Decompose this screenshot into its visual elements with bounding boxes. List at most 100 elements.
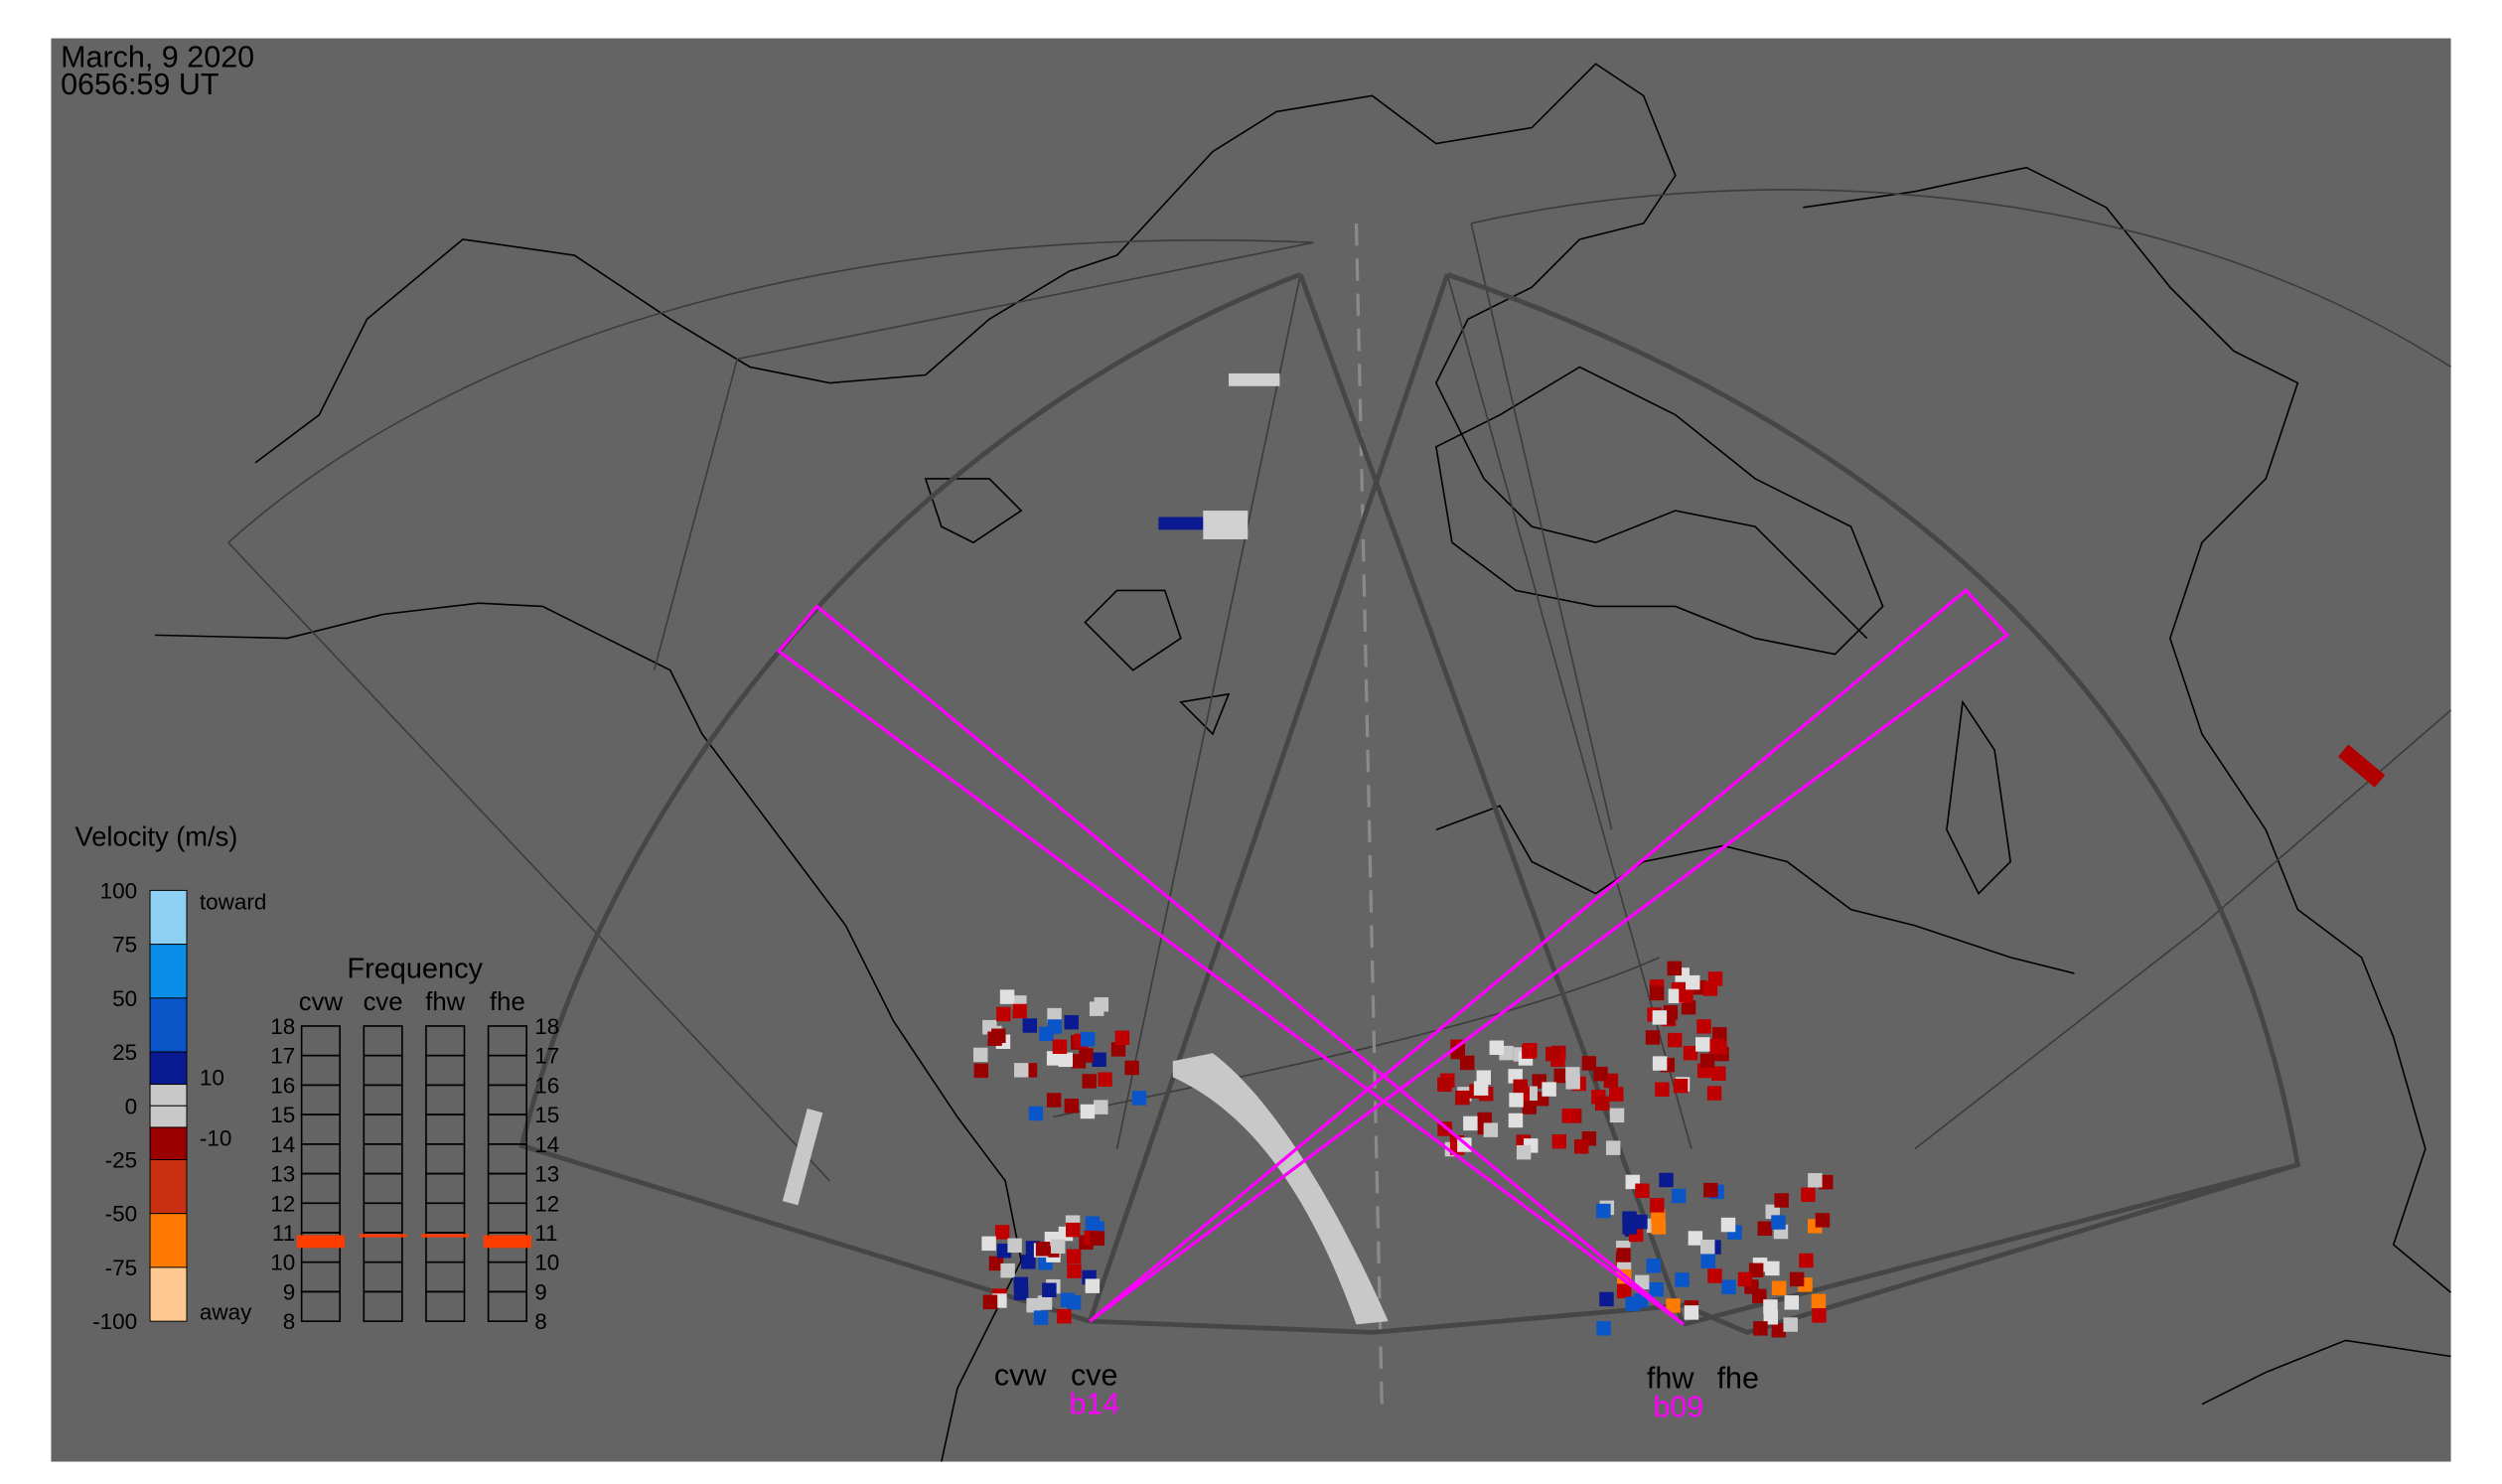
frequency-tick-right: 13 (534, 1162, 559, 1187)
velocity-cell (996, 1006, 1011, 1022)
velocity-cell (973, 1063, 989, 1079)
beam-label-cv: b14 (1069, 1387, 1119, 1420)
velocity-cell (1645, 1030, 1661, 1045)
colorbar-segment (149, 1084, 188, 1107)
frequency-tick-right: 8 (534, 1309, 547, 1334)
velocity-cell (1013, 1276, 1029, 1292)
velocity-cell (1649, 1281, 1664, 1297)
velocity-cell (1812, 1308, 1827, 1323)
radar-label-fhw: fhw (1647, 1362, 1694, 1396)
velocity-cell (1593, 1066, 1608, 1082)
velocity-cell (1649, 985, 1665, 1001)
velocity-cell (1605, 1140, 1621, 1155)
frequency-tick-left: 13 (270, 1162, 295, 1187)
velocity-cell (1771, 1280, 1787, 1296)
frequency-marker (483, 1235, 531, 1249)
velocity-cell (1683, 1045, 1698, 1061)
velocity-cell (1037, 1295, 1053, 1310)
velocity-cell (1553, 1068, 1569, 1084)
frequency-title: Frequency (347, 954, 483, 985)
velocity-cell (1720, 1217, 1736, 1233)
velocity-cell (1066, 1222, 1081, 1238)
colorbar-segment (149, 997, 188, 1053)
frequency-tick-left: 17 (270, 1044, 295, 1069)
colorbar-segment (149, 1213, 188, 1268)
velocity-cell (1052, 1039, 1068, 1054)
velocity-cell (1473, 1081, 1489, 1096)
velocity-cell (1765, 1261, 1780, 1276)
velocity-cell (1711, 1066, 1726, 1081)
velocity-cell (1671, 1188, 1687, 1204)
velocity-cell (1771, 1323, 1787, 1338)
frequency-tick-left: 10 (270, 1251, 295, 1275)
frequency-column-label: fhe (490, 988, 525, 1016)
frequency-tick-left: 14 (270, 1132, 295, 1157)
velocity-cell (1014, 1063, 1029, 1078)
velocity-cell (1681, 999, 1696, 1015)
velocity-cell (1652, 1056, 1668, 1071)
frequency-tick-left: 18 (270, 1014, 295, 1039)
beam-label-fh: b09 (1653, 1391, 1703, 1424)
velocity-cell (1622, 1220, 1637, 1235)
frequency-tick-right: 11 (534, 1221, 557, 1246)
velocity-cell (1596, 1203, 1611, 1219)
velocity-cell (1635, 1183, 1650, 1198)
velocity-cell (1476, 1070, 1492, 1085)
velocity-legend-title: Velocity (m/s) (75, 820, 238, 851)
velocity-cell (1667, 1032, 1683, 1048)
velocity-cell (1707, 1268, 1722, 1283)
velocity-cell (1057, 1308, 1072, 1324)
velocity-cell (994, 1225, 1010, 1240)
velocity-cell (1085, 1216, 1101, 1231)
frequency-column-label: cve (364, 988, 403, 1016)
colorbar-tick-label: -100 (92, 1309, 137, 1334)
date-label: March, 9 2020 (61, 40, 254, 74)
velocity-cell (1513, 1079, 1528, 1095)
velocity-cell (1650, 1198, 1665, 1213)
velocity-cell (1675, 1272, 1690, 1287)
velocity-cell (1012, 1003, 1027, 1019)
velocity-cell (1679, 988, 1693, 1003)
colorbar-tick-label: 0 (125, 1094, 138, 1118)
frequency-tick-right: 12 (534, 1191, 559, 1216)
radar-label-fhe: fhe (1717, 1362, 1759, 1396)
meridian-dashed-line (1354, 223, 1384, 1405)
velocity-cell (1203, 511, 1249, 539)
radar-label-cve: cve (1071, 1358, 1118, 1392)
velocity-cell (1463, 1115, 1478, 1131)
velocity-cell (1655, 1082, 1670, 1097)
velocity-cell (1047, 1007, 1062, 1023)
velocity-cell (1616, 1248, 1631, 1262)
velocity-cell (1110, 1042, 1126, 1057)
colorbar-tick-label: -50 (105, 1202, 137, 1227)
velocity-cell (1609, 1087, 1624, 1102)
colorbar-tick-label: -75 (105, 1256, 137, 1280)
velocity-cell (1783, 1317, 1798, 1332)
velocity-cell (1721, 1279, 1736, 1294)
velocity-cell (1437, 1077, 1452, 1093)
colorbar-segment (149, 1159, 188, 1215)
velocity-cell (1652, 1010, 1668, 1025)
velocity-cell (1080, 1104, 1096, 1119)
frequency-cell (487, 1290, 527, 1322)
frequency-cell (300, 1290, 342, 1322)
frequency-cell (363, 1290, 403, 1322)
fov-base (1090, 1162, 2299, 1335)
frequency-tick-left: 12 (270, 1191, 295, 1216)
frequency-tick-right: 10 (534, 1251, 559, 1275)
velocity-cell (1092, 1052, 1106, 1067)
frequency-tick-right: 14 (534, 1132, 559, 1157)
velocity-cell (1609, 1108, 1625, 1123)
frequency-column-label: cvw (299, 988, 344, 1016)
velocity-cell (1522, 1100, 1537, 1114)
velocity-cell (1007, 1238, 1022, 1254)
velocity-cell (988, 1256, 1004, 1271)
velocity-cell (1695, 1037, 1710, 1052)
velocity-cell (1066, 1249, 1082, 1264)
velocity-cell (1229, 372, 1280, 386)
frequency-tick-right: 15 (534, 1103, 559, 1127)
velocity-cell (982, 1294, 998, 1310)
velocity-cell (1046, 1093, 1062, 1108)
